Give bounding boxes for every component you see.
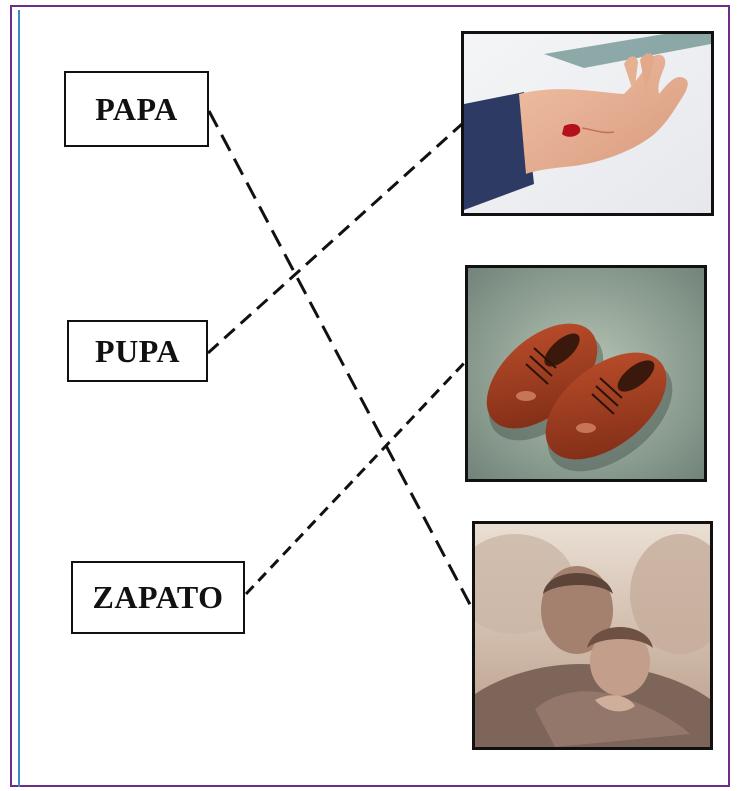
word-box-zapato[interactable]: ZAPATO [71, 561, 245, 634]
father-child-illustration [475, 524, 710, 747]
frame-left-edge [18, 10, 20, 787]
shoes-illustration [468, 268, 704, 479]
word-label-papa: PAPA [95, 90, 178, 127]
father-and-child-photo[interactable] [472, 521, 713, 750]
word-label-zapato: ZAPATO [92, 579, 224, 615]
word-label-pupa: PUPA [95, 332, 180, 369]
brown-shoes-photo[interactable] [465, 265, 707, 482]
word-box-papa[interactable]: PAPA [64, 71, 209, 147]
hand-illustration [464, 34, 711, 213]
wounded-hand-photo[interactable] [461, 31, 714, 216]
word-box-pupa[interactable]: PUPA [67, 320, 208, 382]
